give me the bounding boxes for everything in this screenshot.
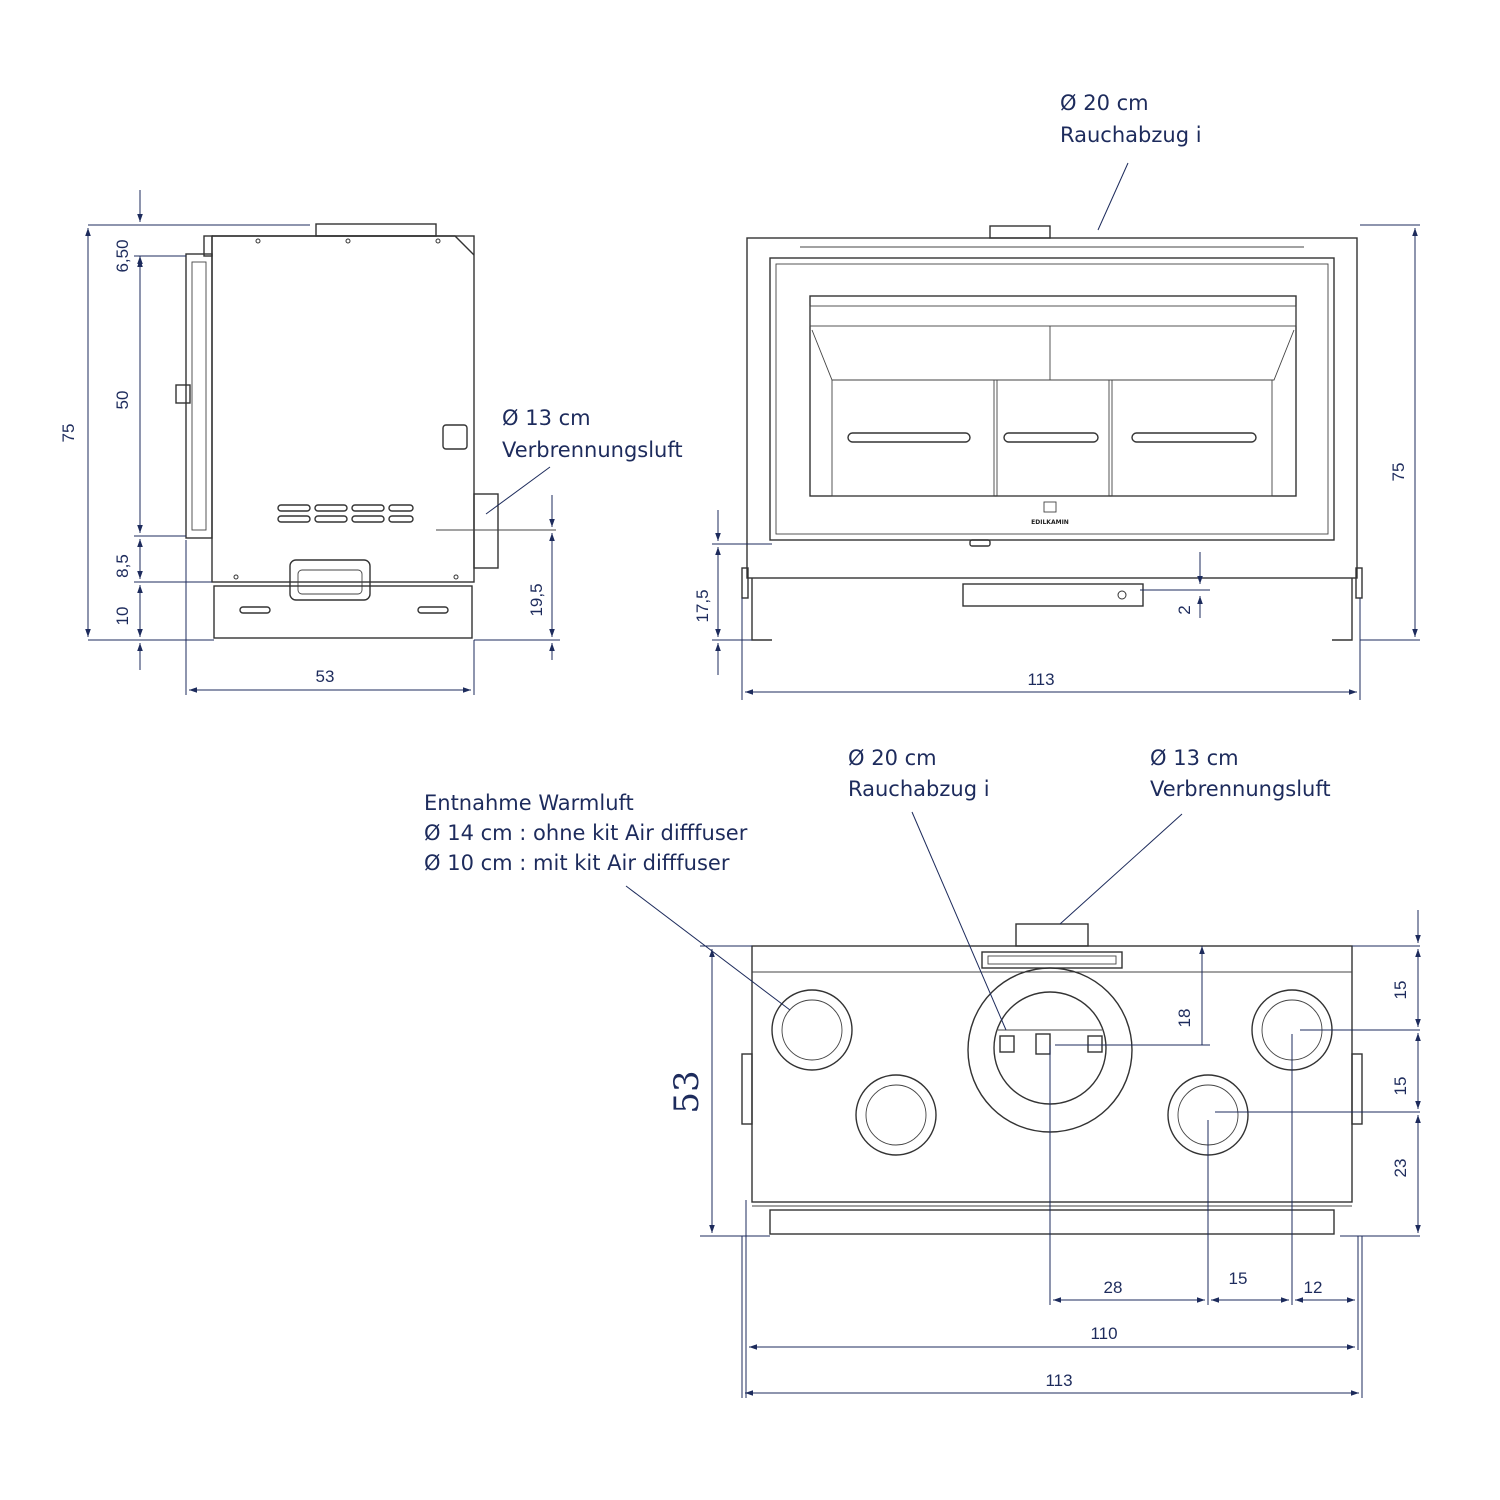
front-logo: EDILKAMIN	[1031, 519, 1069, 526]
warm-air-title: Entnahme Warmluft	[424, 791, 634, 815]
plan-front-edge	[769, 1209, 1335, 1235]
dim-plan-right-bottom: 23	[1391, 1159, 1410, 1178]
side-vent-slots	[277, 504, 414, 523]
front-glass-frame	[769, 257, 1335, 541]
dim-plan-depth: 53	[667, 1070, 707, 1113]
plan-warm-air-outlets	[771, 989, 1333, 1156]
plan-flue-name: Rauchabzug i	[848, 777, 990, 801]
dim-side-door-height: 50	[113, 391, 132, 410]
warm-air-line2: Ø 10 cm : mit kit Air difffuser	[424, 851, 730, 875]
plan-air-diameter: Ø 13 cm	[1150, 746, 1239, 770]
dim-plan-right-top: 15	[1391, 981, 1410, 1000]
side-air-name: Verbrennungsluft	[502, 438, 683, 462]
side-body	[211, 235, 475, 583]
plan-body	[751, 945, 1353, 1203]
plan-flue-diameter: Ø 20 cm	[848, 746, 937, 770]
dim-side-base: 10	[113, 607, 132, 626]
plan-air-name: Verbrennungsluft	[1150, 777, 1331, 801]
dim-plan-dist-a: 28	[1104, 1278, 1123, 1297]
top-flue-diameter: Ø 20 cm	[1060, 91, 1149, 115]
front-bottom-plate	[962, 583, 1144, 607]
side-view	[175, 223, 556, 639]
side-air-diameter: Ø 13 cm	[502, 406, 591, 430]
side-handle	[289, 559, 371, 601]
side-dimensions	[85, 190, 560, 695]
dim-plan-dist-b: 15	[1229, 1269, 1248, 1288]
top-flue-name: Rauchabzug i	[1060, 123, 1202, 147]
side-air-stub	[473, 493, 499, 569]
dim-front-offset: 2	[1175, 605, 1194, 614]
dim-side-air-inlet-height: 19,5	[527, 583, 546, 616]
dim-front-height: 75	[1389, 463, 1408, 482]
front-outer-frame	[746, 237, 1358, 579]
plan-top-slot	[981, 951, 1123, 969]
plan-dimensions	[625, 811, 1421, 1398]
front-flue-collar	[989, 225, 1051, 239]
warm-air-line1: Ø 14 cm : ohne kit Air difffuser	[424, 821, 748, 845]
side-base	[213, 585, 473, 639]
dim-plan-right-mid: 15	[1391, 1077, 1410, 1096]
side-door-frame	[185, 253, 213, 539]
dim-side-total-height: 75	[59, 424, 78, 443]
side-flue-collar	[315, 223, 437, 237]
dim-plan-flue-offset: 18	[1175, 1009, 1194, 1028]
front-view: EDILKAMIN	[741, 225, 1363, 641]
side-inspection-hatch	[442, 424, 468, 450]
dim-plan-dist-c: 12	[1304, 1278, 1323, 1297]
dim-side-top-offset: 6,50	[113, 239, 132, 272]
side-door-hinge	[175, 384, 191, 404]
dim-side-depth: 53	[316, 667, 335, 686]
dim-front-base-height: 17,5	[693, 589, 712, 622]
plan-view	[741, 923, 1363, 1235]
dim-side-lower-band: 8,5	[113, 554, 132, 578]
dim-front-width: 113	[1027, 670, 1054, 689]
dim-plan-total-width: 113	[1045, 1371, 1072, 1390]
dim-plan-inner-width: 110	[1090, 1324, 1117, 1343]
front-dimensions	[712, 162, 1420, 700]
plan-air-stub	[1015, 923, 1089, 947]
